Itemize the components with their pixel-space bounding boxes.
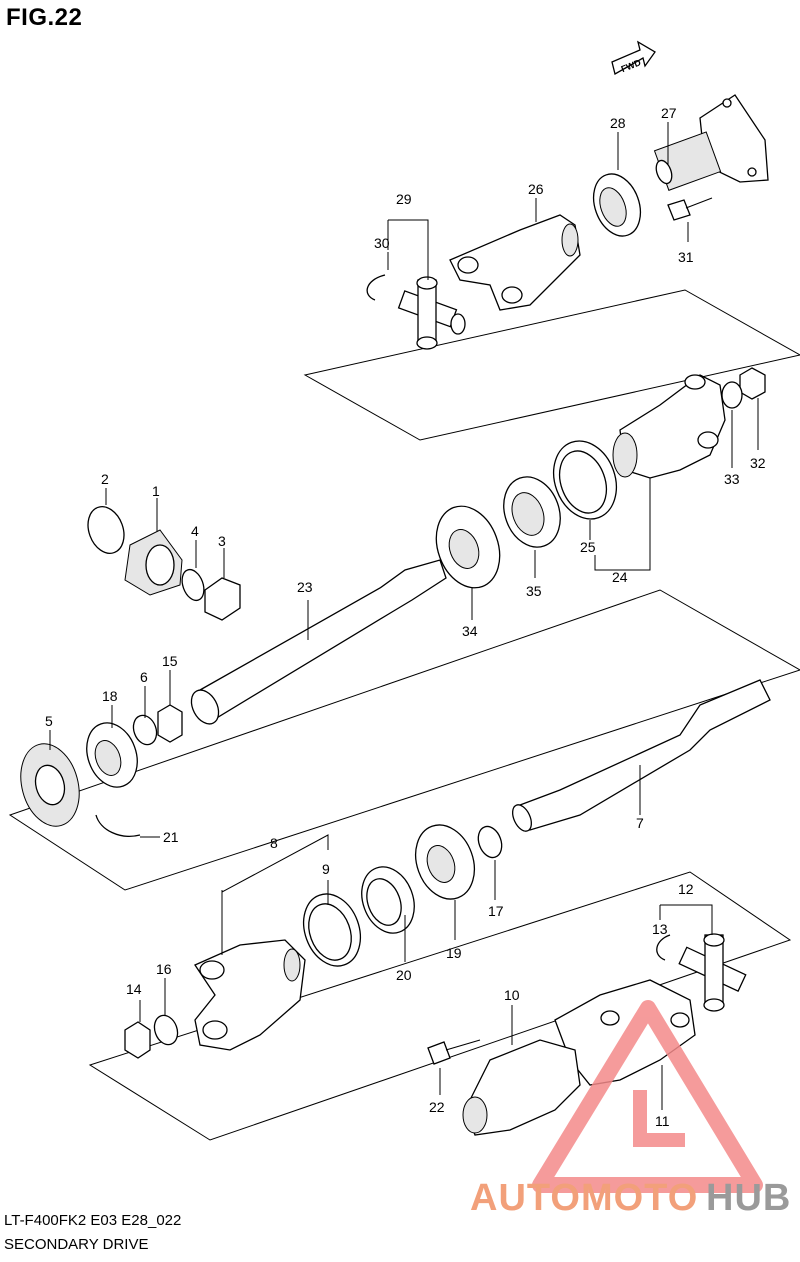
part-4-washer	[181, 568, 205, 602]
callout-3: 3	[218, 533, 226, 549]
callout-26: 26	[528, 181, 544, 197]
callout-17: 17	[488, 903, 504, 919]
callout-6: 6	[140, 669, 148, 685]
model-code: LT-F400FK2 E03 E28_022	[4, 1212, 182, 1229]
part-1-bevel-gear	[124, 529, 183, 596]
part-10-flange-yoke	[462, 1039, 581, 1136]
callout-19: 19	[446, 945, 462, 961]
part-23-shaft	[190, 559, 447, 725]
callout-34: 34	[462, 623, 478, 639]
callout-5: 5	[45, 713, 53, 729]
part-29-spider	[397, 276, 466, 350]
part-22-bolt	[427, 1039, 481, 1065]
automotohub-logo	[532, 1000, 763, 1193]
callout-16: 16	[156, 961, 172, 977]
callout-35: 35	[526, 583, 542, 599]
callout-18: 18	[102, 688, 118, 704]
callout-31: 31	[678, 249, 694, 265]
leader-lines	[49, 122, 759, 1110]
callout-1: 1	[152, 483, 160, 499]
part-24-yoke	[612, 374, 726, 479]
callout-9: 9	[322, 861, 330, 877]
part-17-circlip	[477, 825, 503, 859]
callout-13: 13	[652, 921, 668, 937]
callout-2: 2	[101, 471, 109, 487]
callout-7: 7	[636, 815, 644, 831]
part-19-bearing	[415, 824, 475, 900]
assembly-box-middle	[8, 589, 800, 891]
part-28-oil-seal	[592, 173, 642, 237]
part-35-bearing	[503, 476, 561, 548]
assembly-box-bottom	[88, 871, 792, 1141]
part-2-washer	[87, 506, 125, 554]
part-27-bevel-housing	[653, 94, 769, 191]
part-32-nut	[739, 367, 766, 400]
part-33-washer	[721, 381, 743, 409]
callout-32: 32	[750, 455, 766, 471]
callout-10: 10	[504, 987, 520, 1003]
callout-21: 21	[163, 829, 179, 845]
part-12-spider	[678, 933, 747, 1012]
part-6-washer	[132, 714, 158, 746]
part-31-bolt	[667, 197, 713, 221]
watermark-brand-part2: HUB	[706, 1177, 791, 1219]
part-7-drive-shaft	[511, 679, 771, 832]
figure-title: FIG.22	[6, 4, 83, 31]
fwd-arrow-icon: FWD	[611, 40, 656, 75]
callout-30: 30	[374, 235, 390, 251]
part-25-seal	[553, 440, 617, 520]
callout-4: 4	[191, 523, 199, 539]
callout-11: 11	[655, 1113, 670, 1129]
part-18-bearing	[86, 722, 138, 788]
assembly-box-top	[303, 289, 800, 441]
callout-14: 14	[126, 981, 142, 997]
callout-27: 27	[661, 105, 677, 121]
callout-22: 22	[429, 1099, 445, 1115]
part-26-yoke	[449, 214, 581, 311]
callout-numbers: 1 2 3 4 5 6 7 8 9 10 11 12 13 14 16 15 1…	[45, 105, 766, 1129]
part-15-nut	[157, 704, 183, 743]
callout-24: 24	[612, 569, 628, 585]
callout-28: 28	[610, 115, 626, 131]
part-13-circlip	[656, 934, 671, 961]
part-30-circlip	[366, 274, 386, 301]
callout-15: 15	[162, 653, 178, 669]
part-8-yoke	[194, 939, 306, 1051]
callout-25: 25	[580, 539, 596, 555]
callout-20: 20	[396, 967, 412, 983]
callout-33: 33	[724, 471, 740, 487]
part-3-nut	[204, 577, 241, 621]
part-14-nut	[124, 1021, 151, 1059]
part-5-bevel-gear	[20, 743, 80, 827]
section-name: SECONDARY DRIVE	[4, 1236, 149, 1253]
watermark-brand-part1: AUTOMOTO	[470, 1177, 698, 1219]
part-16-washer	[153, 1014, 179, 1046]
callout-23: 23	[297, 579, 313, 595]
part-34-bearing	[435, 505, 501, 589]
callout-29: 29	[396, 191, 412, 207]
part-21-circlip	[95, 814, 141, 837]
part-20-bearing	[361, 866, 415, 934]
callout-12: 12	[678, 881, 694, 897]
callout-8: 8	[270, 835, 278, 851]
part-9-seal	[302, 893, 362, 967]
